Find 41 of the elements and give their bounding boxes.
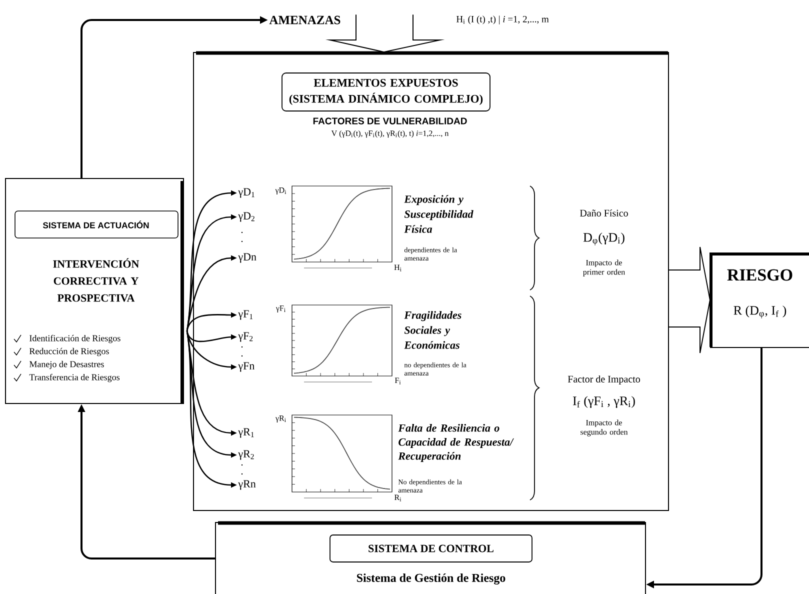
impact-note: Impacto de segundo orden	[580, 420, 628, 436]
control-subtitle: Sistema de Gestión de Riesgo	[356, 574, 506, 584]
category-title: Fragilidades Sociales y Económicas	[404, 311, 462, 349]
panel-title: SISTEMA DE ACTUACIÓN	[14, 210, 178, 238]
impact-note: Impacto de primer orden	[583, 260, 625, 276]
axis-label: R$_{i}$	[394, 494, 402, 502]
arrow	[668, 246, 710, 354]
risk-title: RIESGO	[727, 269, 792, 281]
impact-title: Factor de Impacto	[568, 375, 640, 385]
axis-label: H$_{i}$	[394, 264, 402, 272]
threat-formula: H$_{i}$ (I (t) ,t) | i =1, 2,..., m	[456, 16, 549, 24]
axis-label: γR$_{i}$	[275, 416, 286, 422]
factor-label: γRn	[238, 480, 256, 490]
axis-label: γD$_{i}$	[275, 188, 286, 194]
factor-label: γR$_{2}$	[238, 450, 254, 460]
factor-label: γD$_{2}$	[238, 212, 254, 222]
panel-heading: INTERVENCIÓN CORRECTIVA Y PROSPECTIVA	[53, 258, 140, 302]
axis-label: F$_{i}$	[394, 378, 401, 384]
list-item: Identificación de Riesgos	[30, 334, 120, 344]
impact-formula: D$_{φ}$(γD$_{i}$)	[583, 232, 624, 246]
vulnerability-formula: V (γD$_{i}$(t), γF$_{i}$(t), γR$_{i}$(t), t) i=1,2,..., n	[331, 130, 449, 138]
control-title: SISTEMA DE CONTROL	[330, 534, 532, 562]
category-title: Falta de Resiliencia o Capacidad de Respuesta/ Recuperación	[398, 424, 514, 462]
factor-label: γDn	[238, 253, 256, 263]
risk-formula: R (D$_{φ}$, I$_{f}$ )	[734, 306, 786, 318]
impact-title: Daño Físico	[580, 209, 628, 217]
factor-label: γD$_{1}$	[238, 188, 254, 198]
list-item: Reducción de Riesgos	[29, 348, 109, 356]
factor-label: γFn	[238, 362, 255, 372]
list-item: Manejo de Desastres	[29, 360, 104, 370]
system-title: ELEMENTOS EXPUESTOS (SISTEMA DINÁMICO COMPLEJO)	[282, 72, 490, 112]
axis-label: γF$_{i}$	[276, 306, 286, 312]
impact-formula: I$_{f}$ (γF$_{i}$ , γR$_{i}$)	[573, 396, 635, 408]
list-item: Transferencia de Riesgos	[29, 374, 120, 382]
factor-label: γF$_{2}$	[238, 332, 253, 342]
factor-label: γF$_{1}$	[238, 310, 253, 320]
factor-label: γR$_{1}$	[238, 428, 254, 438]
threat-label: AMENAZAS	[269, 16, 340, 24]
category-title: Exposición y Susceptibilidad Física	[404, 195, 474, 233]
arrow	[325, 14, 445, 53]
section-heading: FACTORES DE VULNERABILIDAD	[313, 118, 467, 124]
